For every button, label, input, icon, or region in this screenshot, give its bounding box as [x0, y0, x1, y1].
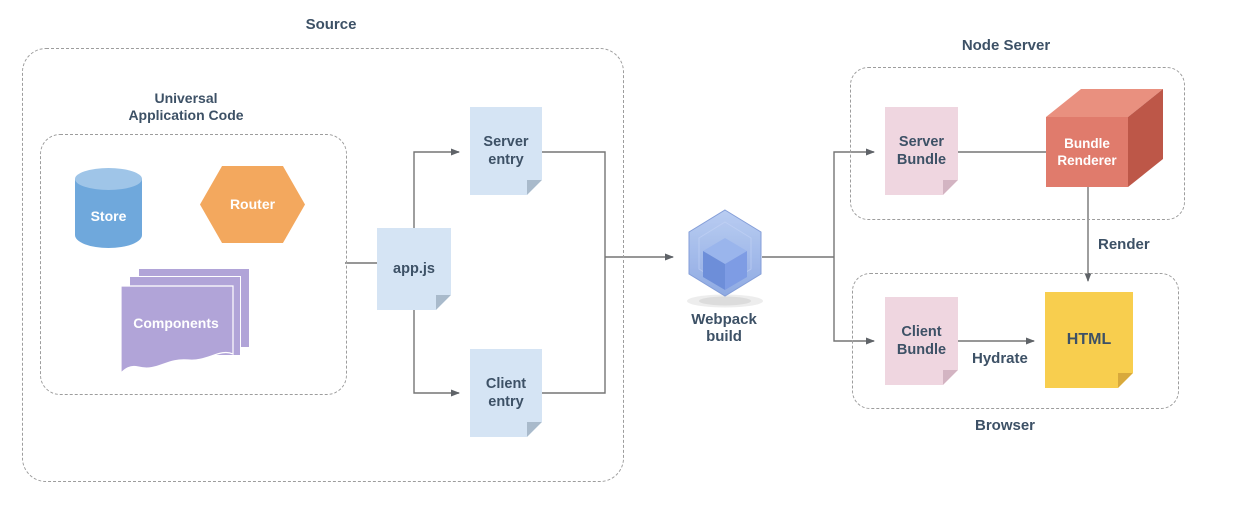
store-cylinder-body — [75, 179, 142, 248]
hydrate-edge-label: Hydrate — [972, 350, 1028, 367]
components-sheet-front — [120, 285, 234, 375]
render-edge-label: Render — [1098, 236, 1150, 253]
client-entry-label: Client entry — [485, 376, 527, 410]
html-note: HTML — [1045, 292, 1133, 388]
bundle-renderer-label: Bundle Renderer — [1057, 136, 1117, 168]
universal-group-label: Universal Application Code — [128, 90, 244, 123]
browser-group-box — [852, 273, 1179, 409]
source-group-box — [22, 48, 624, 482]
webpack-cube-icon — [687, 209, 763, 308]
client-entry-note: Client entry — [470, 349, 542, 437]
node-server-group-label: Node Server — [961, 37, 1051, 54]
universal-group-box — [40, 134, 347, 395]
node-server-group-box — [850, 67, 1185, 220]
appjs-note: app.js — [377, 228, 451, 310]
store-node: Store — [75, 168, 142, 248]
client-bundle-note: Client Bundle — [885, 297, 958, 385]
server-bundle-note: Server Bundle — [885, 107, 958, 195]
components-label: Components — [133, 314, 219, 331]
webpack-label: Webpack build — [691, 311, 757, 345]
browser-group-label: Browser — [974, 417, 1036, 434]
appjs-label: app.js — [393, 261, 435, 277]
server-bundle-label: Server Bundle — [896, 134, 947, 168]
client-bundle-label: Client Bundle — [896, 324, 947, 358]
router-node: Router — [200, 166, 305, 243]
components-node: Components — [120, 268, 252, 376]
html-label: HTML — [1066, 331, 1112, 348]
store-label: Store — [90, 207, 127, 224]
store-cylinder-lid — [75, 168, 142, 190]
bundle-renderer-cube-icon — [1046, 89, 1163, 187]
server-entry-label: Server entry — [483, 134, 529, 168]
source-group-label: Source — [305, 16, 357, 33]
server-entry-note: Server entry — [470, 107, 542, 195]
router-label: Router — [229, 196, 276, 212]
